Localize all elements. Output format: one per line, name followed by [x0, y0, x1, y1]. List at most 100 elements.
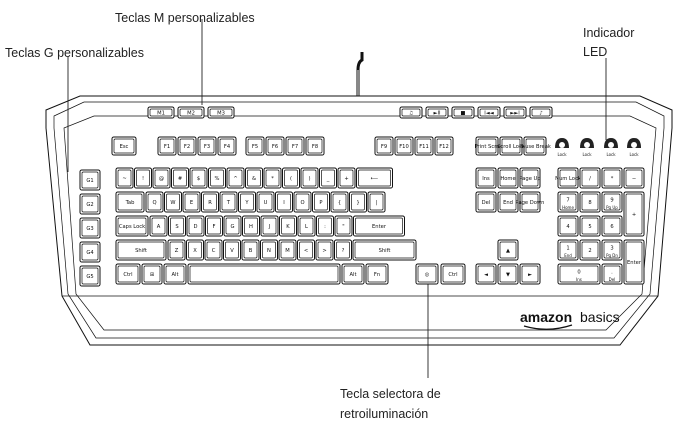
nav-key-ins[interactable]: Ins	[475, 167, 497, 189]
z-row-key-1[interactable]: X	[186, 239, 204, 261]
f-key-f9[interactable]: F9	[374, 136, 394, 156]
fn-key[interactable]: Fn	[365, 263, 389, 285]
right-shift-key[interactable]: Shift	[352, 239, 417, 261]
right-alt-key[interactable]: Alt	[341, 263, 365, 285]
q-row-key-4[interactable]: T	[219, 191, 238, 213]
f-key-f10[interactable]: F10	[394, 136, 414, 156]
a-row-key-0[interactable]: A	[149, 215, 168, 237]
a-row-key-9[interactable]: :	[316, 215, 334, 237]
q-row-key-11[interactable]: }	[349, 191, 367, 213]
numpad-plus-key[interactable]: +	[623, 191, 645, 237]
q-row-key-2[interactable]: E	[182, 191, 201, 213]
z-row-key-0[interactable]: Z	[167, 239, 186, 261]
q-row-key-8[interactable]: O	[293, 191, 312, 213]
numpad-op-key-0[interactable]: /	[579, 167, 601, 189]
num-row-key-11[interactable]: _	[319, 167, 337, 189]
g-key-g1[interactable]: G1	[79, 169, 101, 191]
f-key-f12[interactable]: F12	[434, 136, 454, 156]
num-row-key-8[interactable]: *	[263, 167, 282, 189]
media-key-1[interactable]: ►II	[425, 106, 449, 119]
nav-key-page-up[interactable]: Page Up	[519, 167, 541, 189]
tab-key[interactable]: Tab	[115, 191, 145, 213]
num-row-key-9[interactable]: (	[282, 167, 300, 189]
f-key-f11[interactable]: F11	[414, 136, 434, 156]
left-shift-key[interactable]: Shift	[115, 239, 167, 261]
numpad-key-8[interactable]: 8	[579, 191, 601, 213]
f-key-f2[interactable]: F2	[177, 136, 197, 156]
arrow-right-key[interactable]: ►	[519, 263, 541, 285]
numpad-key-5[interactable]: 5	[579, 215, 601, 237]
backlight-selector-key[interactable]: ◎	[415, 263, 439, 285]
num-row-key-1[interactable]: !	[134, 167, 152, 189]
numpad-op-key-2[interactable]: −	[623, 167, 645, 189]
a-row-key-10[interactable]: "	[334, 215, 353, 237]
f-key-f3[interactable]: F3	[197, 136, 217, 156]
numpad-key-6[interactable]: 6	[601, 215, 623, 237]
numpad-enter-key[interactable]: Enter	[623, 239, 645, 285]
num-row-key-7[interactable]: &	[245, 167, 263, 189]
media-key-3[interactable]: I◄◄	[477, 106, 501, 119]
a-row-key-8[interactable]: L	[297, 215, 316, 237]
left-ctrl-key[interactable]: Ctrl	[115, 263, 141, 285]
a-row-key-1[interactable]: S	[168, 215, 186, 237]
q-row-key-7[interactable]: I	[275, 191, 293, 213]
f-key-f1[interactable]: F1	[157, 136, 177, 156]
q-row-key-6[interactable]: U	[256, 191, 275, 213]
q-row-key-3[interactable]: R	[201, 191, 219, 213]
z-row-key-8[interactable]: >	[315, 239, 334, 261]
z-row-key-6[interactable]: M	[278, 239, 297, 261]
media-key-5[interactable]: ♪	[529, 106, 553, 119]
nav-key-page-down[interactable]: Page Down	[516, 191, 545, 213]
q-row-key-12[interactable]: |	[367, 191, 386, 213]
a-row-key-2[interactable]: D	[186, 215, 205, 237]
backspace-key[interactable]: ⟵	[356, 167, 393, 189]
m-key-m3[interactable]: M3	[207, 106, 235, 119]
numpad-dot-key[interactable]: .Del	[601, 263, 623, 285]
q-row-key-1[interactable]: W	[164, 191, 182, 213]
f-key-f6[interactable]: F6	[265, 136, 285, 156]
m-key-m2[interactable]: M2	[177, 106, 205, 119]
q-row-key-10[interactable]: {	[330, 191, 349, 213]
f-key-f7[interactable]: F7	[285, 136, 305, 156]
num-row-key-12[interactable]: +	[337, 167, 356, 189]
num-row-key-10[interactable]: )	[300, 167, 319, 189]
q-row-key-9[interactable]: P	[312, 191, 330, 213]
num-row-key-3[interactable]: #	[171, 167, 189, 189]
z-row-key-9[interactable]: ?	[334, 239, 352, 261]
num-lock-key[interactable]: Num Lock	[555, 167, 581, 189]
esc-key[interactable]: Esc	[111, 136, 137, 156]
f-key-f8[interactable]: F8	[305, 136, 325, 156]
a-row-key-6[interactable]: J	[260, 215, 279, 237]
arrow-left-key[interactable]: ◄	[475, 263, 497, 285]
numpad-key-2[interactable]: 2	[579, 239, 601, 261]
numpad-key-9[interactable]: 9Pg Up	[601, 191, 623, 213]
nav-key-end[interactable]: End	[497, 191, 519, 213]
z-row-key-5[interactable]: N	[260, 239, 278, 261]
q-row-key-0[interactable]: Q	[145, 191, 164, 213]
num-row-key-4[interactable]: $	[189, 167, 208, 189]
num-row-key-6[interactable]: ^	[226, 167, 245, 189]
g-key-g3[interactable]: G3	[79, 217, 101, 239]
nav-key-del[interactable]: Del	[475, 191, 497, 213]
z-row-key-7[interactable]: <	[297, 239, 315, 261]
windows-key[interactable]: ⊞	[141, 263, 163, 285]
media-key-4[interactable]: ►►I	[503, 106, 527, 119]
right-ctrl-key[interactable]: Ctrl	[440, 263, 466, 285]
numpad-key-3[interactable]: 3Pg Dn	[601, 239, 623, 261]
g-key-g5[interactable]: G5	[79, 265, 101, 287]
nav-key-home[interactable]: Home	[497, 167, 519, 189]
f-key-f4[interactable]: F4	[217, 136, 237, 156]
m-key-m1[interactable]: M1	[147, 106, 175, 119]
a-row-key-4[interactable]: G	[223, 215, 242, 237]
q-row-key-5[interactable]: Y	[238, 191, 256, 213]
spacebar-key[interactable]	[187, 263, 341, 285]
caps-lock-key[interactable]: Caps Lock	[115, 215, 149, 237]
z-row-key-3[interactable]: V	[223, 239, 241, 261]
z-row-key-4[interactable]: B	[241, 239, 260, 261]
g-key-g2[interactable]: G2	[79, 193, 101, 215]
numpad-key-4[interactable]: 4	[557, 215, 579, 237]
num-row-key-0[interactable]: ~	[115, 167, 134, 189]
